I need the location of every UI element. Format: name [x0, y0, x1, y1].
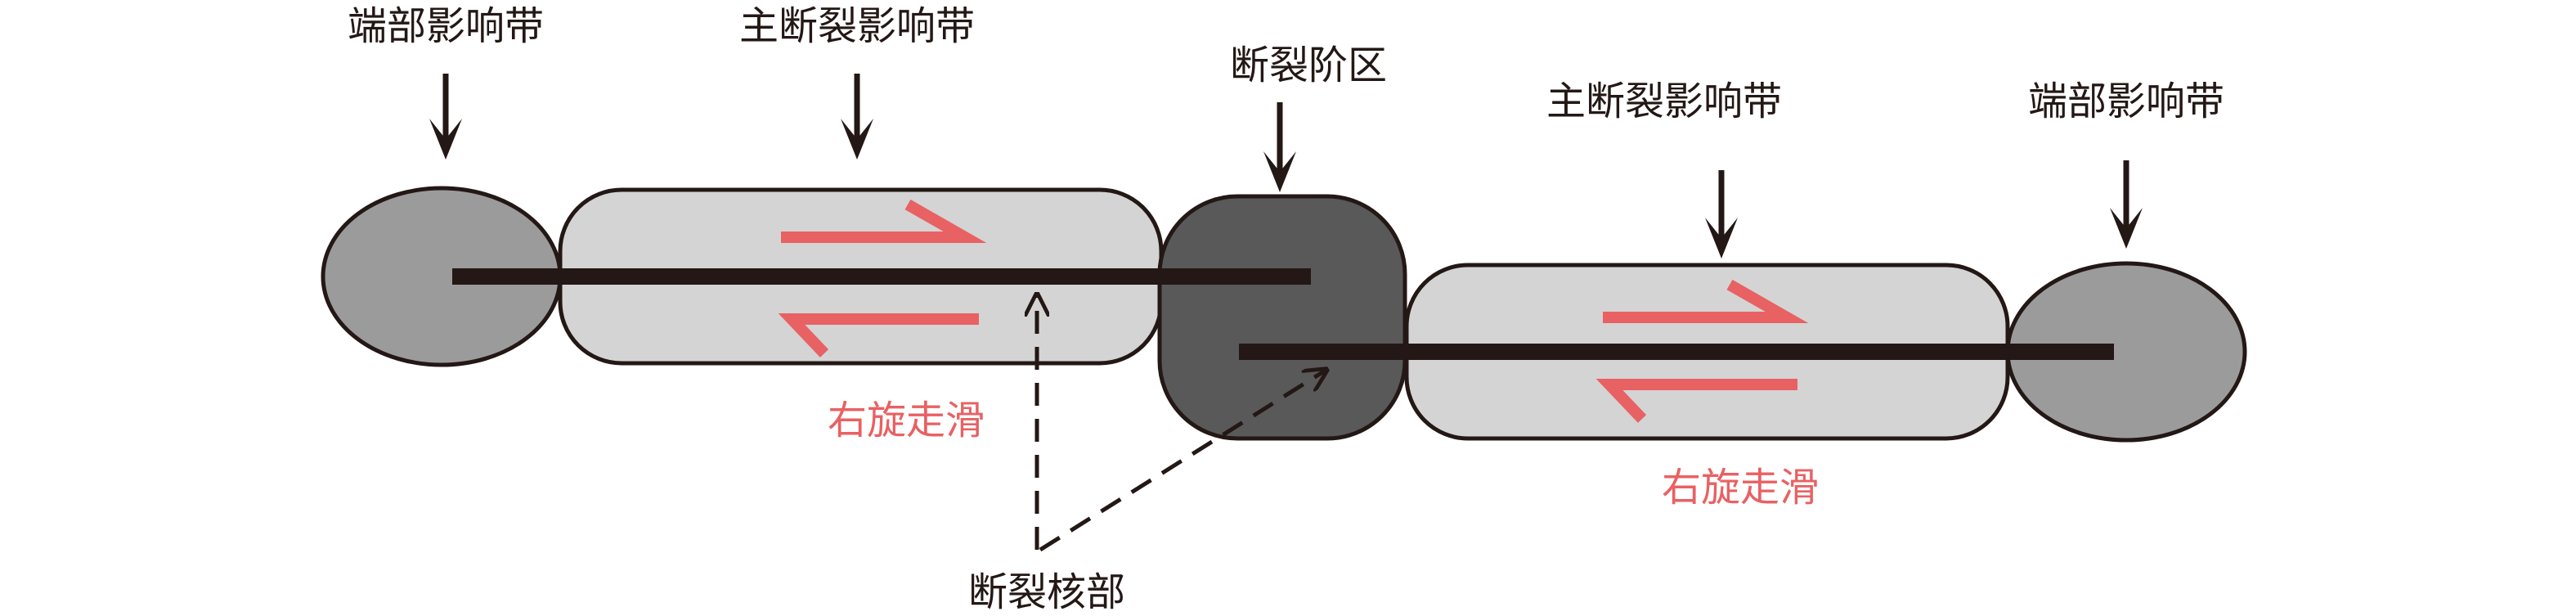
label-fault-core: 断裂核部: [968, 569, 1125, 615]
step-zone: [1157, 194, 1407, 441]
label-step-zone: 断裂阶区: [1230, 43, 1387, 88]
left-lower-slip-arrow-icon: [778, 313, 979, 357]
label-right-slip: 右旋走滑: [1662, 465, 1819, 510]
diagonal-dashed-pointer: [1039, 370, 1326, 552]
fault-core-pointers: [1037, 295, 1326, 552]
label-left-slip: 右旋走滑: [828, 398, 985, 443]
arrow-down-icon: [1263, 102, 1296, 192]
label-right-end-zone: 端部影响带: [2028, 79, 2224, 124]
arrow-down-icon: [429, 74, 462, 160]
left-fault-line: [452, 268, 1311, 285]
arrow-down-icon: [841, 74, 873, 160]
zones: [321, 186, 2247, 443]
right-lower-slip-arrow-icon: [1595, 379, 1797, 423]
arrow-down-icon: [1705, 170, 1738, 259]
label-right-main-zone: 主断裂影响带: [1546, 79, 1782, 124]
down-arrows: [429, 74, 2143, 259]
right-slip-arrows: [1595, 279, 1809, 423]
arrow-down-icon: [2110, 160, 2143, 249]
label-left-end-zone: 端部影响带: [348, 3, 544, 49]
right-upper-slip-arrow-icon: [1603, 279, 1809, 323]
left-slip-arrows: [778, 199, 987, 357]
left-upper-slip-arrow-icon: [781, 199, 987, 243]
right-fault-line: [1239, 344, 2114, 360]
label-left-main-zone: 主断裂影响带: [739, 3, 975, 49]
